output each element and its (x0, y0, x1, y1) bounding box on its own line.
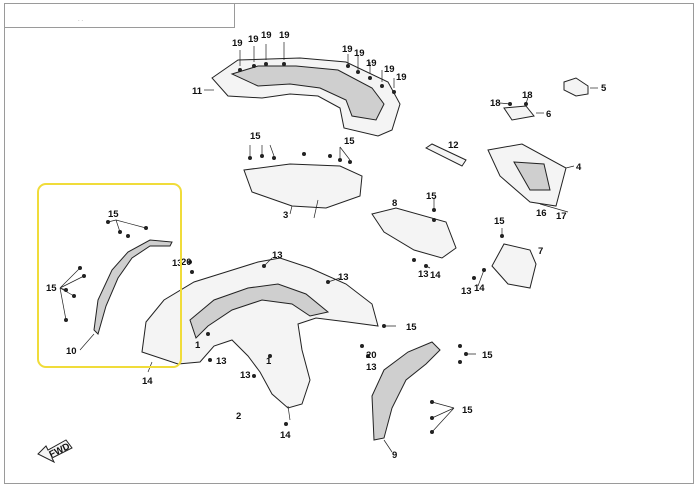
callout-15d: 15 (494, 216, 505, 227)
callout-16: 16 (536, 208, 547, 219)
callout-3: 3 (283, 210, 288, 221)
callout-15a: 15 (250, 131, 261, 142)
callout-19i: 19 (396, 72, 407, 83)
callout-8: 8 (392, 198, 397, 209)
callout-15g: 15 (406, 322, 417, 333)
part-8-side-bracket[interactable] (371, 207, 457, 259)
part-3-panel[interactable] (243, 163, 363, 219)
callout-19h: 19 (384, 64, 395, 75)
part-12-bar[interactable] (425, 143, 467, 167)
fwd-label: FWD (48, 441, 72, 460)
fwd-arrow-icon: FWD (37, 439, 73, 464)
part-6-bracket[interactable] (503, 105, 544, 121)
callout-15h: 15 (482, 350, 493, 361)
callout-15c: 15 (426, 191, 437, 202)
callout-17: 17 (556, 211, 567, 222)
part-4-front-panel[interactable] (487, 143, 575, 213)
callout-19f: 19 (354, 48, 365, 59)
callout-15i: 15 (462, 405, 473, 416)
callout-5: 5 (601, 83, 607, 94)
callout-13a: 13 (418, 269, 429, 280)
callout-13g: 13 (240, 370, 251, 381)
callout-19d: 19 (279, 30, 290, 41)
highlight-box (37, 183, 182, 368)
callout-19e: 19 (342, 44, 353, 55)
callout-20b: 20 (366, 350, 377, 361)
part-11-rear-rack[interactable] (211, 42, 401, 137)
callout-14b: 14 (474, 283, 485, 294)
callout-18b: 18 (522, 90, 533, 101)
callout-13f: 13 (338, 272, 349, 283)
callout-4: 4 (576, 162, 582, 173)
callout-11: 11 (192, 86, 203, 97)
part-10-fender-trim[interactable] (79, 239, 173, 351)
callout-19b: 19 (248, 34, 259, 45)
callout-13e: 13 (216, 356, 227, 367)
part-9-side-panel[interactable] (371, 341, 441, 453)
part-5-bracket[interactable] (563, 77, 598, 97)
callout-14a: 14 (430, 270, 441, 281)
callout-14d: 14 (280, 430, 291, 441)
callout-13c: 13 (172, 258, 183, 269)
callout-6: 6 (546, 109, 551, 120)
drawing-frame (4, 3, 694, 484)
callout-1b: 1 (266, 356, 272, 367)
callout-2: 2 (236, 411, 241, 422)
callout-19c: 19 (261, 30, 272, 41)
callout-15b: 15 (344, 136, 355, 147)
callout-7: 7 (538, 246, 543, 257)
leader-lines (59, 89, 529, 433)
callout-13b: 13 (461, 286, 472, 297)
callout-15f: 15 (46, 283, 57, 294)
callout-1a: 1 (195, 340, 201, 351)
title-block: . . (4, 3, 235, 28)
title-line-2: . . (78, 17, 84, 23)
callout-14c: 14 (142, 376, 153, 387)
part-7-bracket[interactable] (491, 243, 537, 289)
callout-12: 12 (448, 140, 459, 151)
callout-18a: 18 (490, 98, 501, 109)
callout-13h: 13 (366, 362, 377, 373)
callout-19g: 19 (366, 58, 377, 69)
callout-20a: 20 (181, 257, 192, 268)
callout-13d: 13 (272, 250, 283, 261)
callout-15e: 15 (108, 209, 119, 220)
part-14-rear-fender[interactable] (141, 257, 379, 421)
callout-19a: 19 (232, 38, 243, 49)
fastener-hardware (64, 62, 528, 434)
callout-10: 10 (66, 346, 77, 357)
callout-9: 9 (392, 450, 397, 461)
callout-labels: 19 19 19 19 19 19 19 19 19 11 5 18 18 6 … (46, 30, 607, 461)
